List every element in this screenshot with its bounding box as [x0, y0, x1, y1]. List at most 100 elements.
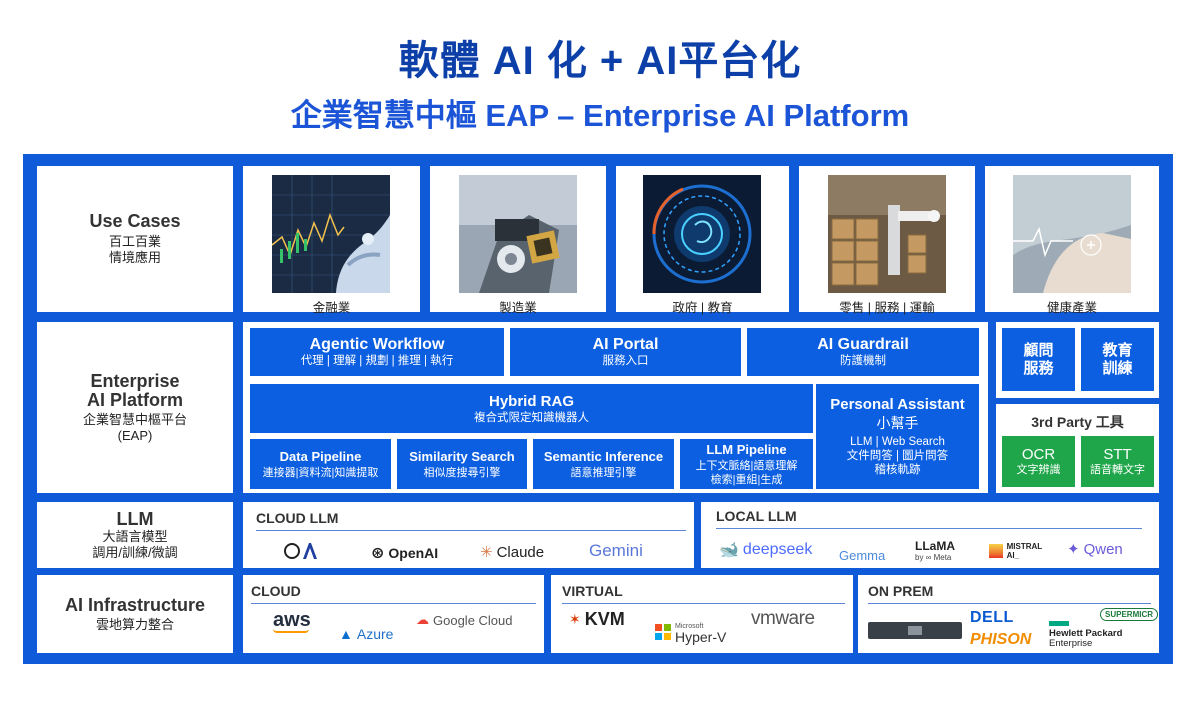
personal-assistant-sub-2: 文件問答 | 圖片問答: [846, 450, 949, 462]
eap-label-cell: Enterprise AI Platform 企業智慧中樞平台 (EAP): [37, 322, 233, 493]
stt-block[interactable]: STT 語音轉文字: [1081, 436, 1154, 487]
manufacturing-image: [459, 175, 577, 293]
infra-virtual-title: VIRTUAL: [562, 583, 623, 599]
infra-cloud-divider: [251, 603, 536, 604]
azure-icon: ▲: [339, 626, 353, 642]
hyperv-label: Hyper-V: [675, 629, 727, 645]
infra-cloud-panel: CLOUD aws ☁ Google Cloud ▲ Azure: [243, 575, 544, 653]
use-case-government[interactable]: 政府 | 教育: [616, 166, 789, 315]
llama-logo: LLaMA by ∞ Meta: [915, 540, 955, 564]
use-case-retail-label: 零售 | 服務 | 運輸: [839, 301, 935, 315]
use-case-health[interactable]: 健康產業: [985, 166, 1159, 315]
azure-logo: ▲ Azure: [339, 626, 393, 642]
consulting-service-block[interactable]: 顧問 服務: [1002, 328, 1075, 391]
vmware-label: vmware: [751, 608, 815, 629]
kvm-label: KVM: [584, 609, 625, 629]
use-case-finance-label: 金融業: [312, 301, 351, 315]
agentic-workflow-sub: 代理 | 理解 | 規劃 | 推理 | 執行: [300, 355, 454, 367]
ai-portal-block[interactable]: AI Portal 服務入口: [510, 328, 741, 376]
education-training-label: 教育 訓練: [1102, 341, 1133, 377]
llm-pipeline-title: LLM Pipeline: [706, 442, 787, 457]
similarity-search-title: Similarity Search: [409, 449, 515, 464]
infra-label-zh: 雲地算力整合: [95, 616, 174, 632]
google-cloud-label: Google Cloud: [433, 612, 513, 628]
llm-pipeline-block[interactable]: LLM Pipeline 上下文脈絡|語意理解 檢索|重組|生成: [680, 439, 813, 489]
use-case-health-label: 健康產業: [1046, 301, 1097, 315]
cloud-llm-title: CLOUD LLM: [256, 510, 339, 526]
infra-virtual-panel: VIRTUAL ✶ KVM vmware Microsoft Hyper-V: [551, 575, 853, 653]
infra-label: AI Infrastructure: [64, 594, 206, 615]
education-training-block[interactable]: 教育 訓練: [1081, 328, 1154, 391]
stt-title: STT: [1103, 445, 1132, 463]
ai-guardrail-block[interactable]: AI Guardrail 防護機制: [747, 328, 979, 376]
mistral-logo: MISTRAL AI_: [989, 542, 1049, 560]
use-cases-zh-2: 情境應用: [108, 250, 161, 265]
data-pipeline-title: Data Pipeline: [279, 449, 362, 464]
use-cases-label-cell: Use Cases 百工百業 情境應用: [37, 166, 233, 312]
llm-label: LLM: [116, 508, 154, 529]
aws-smile-icon: [273, 629, 309, 633]
hybrid-rag-title: Hybrid RAG: [488, 392, 574, 410]
openai-logo: ⊛ OpenAI: [371, 543, 438, 563]
infra-cloud-title: CLOUD: [251, 583, 301, 599]
llm-label-cell: LLM 大語言模型 調用/訓練/微調: [37, 502, 233, 568]
llama-label: LLaMA: [915, 539, 955, 553]
use-case-finance[interactable]: 金融業: [243, 166, 420, 315]
llama-meta-sub: by ∞ Meta: [915, 553, 952, 562]
agentic-workflow-title: Agentic Workflow: [309, 336, 445, 353]
finance-image: [272, 175, 390, 293]
mistral-icon: [989, 544, 1003, 558]
hpe-label-1: Hewlett Packard: [1049, 628, 1123, 639]
consulting-service-label: 顧問 服務: [1023, 341, 1054, 377]
eap-label-abbr: (EAP): [117, 427, 153, 443]
agentic-workflow-block[interactable]: Agentic Workflow 代理 | 理解 | 規劃 | 推理 | 執行: [250, 328, 504, 376]
dell-logo: DELL: [970, 609, 1014, 626]
infra-onprem-title: ON PREM: [868, 583, 934, 599]
deepseek-label: deepseek: [742, 541, 813, 558]
qwen-logo: ✦ Qwen: [1067, 540, 1123, 559]
use-case-retail[interactable]: 零售 | 服務 | 運輸: [799, 166, 975, 315]
use-cases-label: Use Cases: [89, 211, 181, 231]
gemini-label: Gemini: [589, 541, 643, 560]
personal-assistant-sub-3: 稽核軌跡: [874, 464, 921, 476]
hybrid-rag-sub: 複合式限定知識機器人: [474, 411, 589, 424]
server-rack-icon: [868, 622, 962, 639]
eap-label-zh: 企業智慧中樞平台: [82, 411, 187, 427]
stt-sub: 語音轉文字: [1090, 463, 1145, 476]
page-subtitle: 企業智慧中樞 EAP – Enterprise AI Platform: [290, 98, 910, 133]
personal-assistant-block[interactable]: Personal Assistant 小幫手 LLM | Web Search …: [816, 384, 979, 489]
use-case-government-label: 政府 | 教育: [672, 301, 733, 315]
windows-icon: [655, 624, 671, 640]
deepseek-whale-icon: 🐋: [719, 542, 739, 559]
similarity-search-block[interactable]: Similarity Search 相似度搜尋引擎: [397, 439, 527, 489]
vmware-logo: vmware: [751, 608, 815, 630]
hyperv-logo: Microsoft Hyper-V: [655, 622, 727, 645]
hybrid-rag-block[interactable]: Hybrid RAG 複合式限定知識機器人: [250, 384, 813, 433]
ai-portal-title: AI Portal: [592, 336, 659, 353]
personal-assistant-title-zh: 小幫手: [876, 415, 919, 431]
data-pipeline-block[interactable]: Data Pipeline 連接器|資料流|知識提取: [250, 439, 391, 489]
cloud-llm-divider: [256, 530, 686, 531]
google-cloud-logo: ☁ Google Cloud: [416, 612, 513, 628]
ocr-block[interactable]: OCR 文字辨識: [1002, 436, 1075, 487]
azure-label: Azure: [356, 626, 394, 642]
supermicro-logo: SUPERMICR: [1100, 608, 1159, 621]
claude-icon: ✳: [480, 544, 493, 561]
semantic-inference-block[interactable]: Semantic Inference 語意推理引擎: [533, 439, 674, 489]
use-cases-zh-1: 百工百業: [108, 234, 161, 249]
gemini-logo: Gemini: [589, 541, 643, 561]
infra-label-cell: AI Infrastructure 雲地算力整合: [37, 575, 233, 653]
qwen-icon: ✦: [1067, 541, 1080, 558]
hpe-label-2: Enterprise: [1049, 638, 1093, 649]
ai-guardrail-title: AI Guardrail: [817, 336, 909, 353]
infra-onprem-divider: [868, 603, 1151, 604]
similarity-search-sub: 相似度搜尋引擎: [423, 467, 501, 479]
kvm-logo: ✶ KVM: [569, 609, 625, 630]
aws-label: aws: [273, 609, 311, 631]
use-case-manufacturing[interactable]: 製造業: [430, 166, 606, 315]
local-llm-title: LOCAL LLM: [716, 508, 797, 524]
government-image: [643, 175, 761, 293]
semantic-inference-title: Semantic Inference: [543, 449, 664, 464]
server-badge-icon: [908, 626, 922, 635]
openai-mark-icon: [284, 543, 317, 559]
